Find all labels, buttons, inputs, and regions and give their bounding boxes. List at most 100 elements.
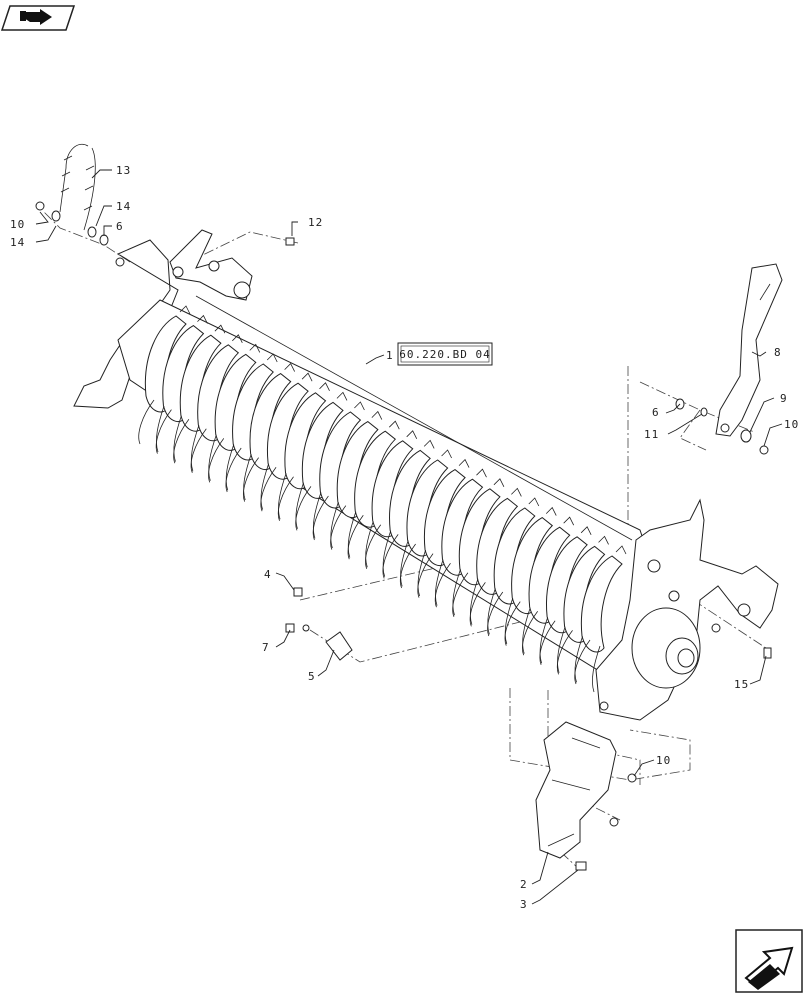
- disc-clip: [232, 334, 243, 343]
- rotor-tine: [278, 473, 287, 520]
- disc-clip: [354, 401, 365, 411]
- rotor-tine: [522, 607, 531, 654]
- rotor-tine: [365, 524, 382, 569]
- rotor-tine: [312, 495, 329, 541]
- rotor-disc: [232, 363, 274, 461]
- callout-7: 7: [262, 641, 270, 654]
- rotor-tine: [225, 447, 242, 493]
- rotor-tine: [347, 514, 364, 560]
- rotor-tine: [452, 572, 469, 617]
- disc-clip: [423, 439, 435, 449]
- rotor-discs: [144, 305, 627, 653]
- disc-clip: [458, 458, 470, 468]
- callout-1: 1: [386, 349, 394, 362]
- rotor-tine: [400, 543, 416, 589]
- rotor-tine: [592, 645, 601, 693]
- rotor-tine: [190, 428, 207, 473]
- rotor-disc: [354, 430, 397, 528]
- disc-clip: [580, 526, 592, 535]
- rotor-disc: [493, 507, 536, 605]
- rotor-tine: [469, 578, 479, 625]
- rotor-disc: [214, 353, 257, 451]
- rotor-tine: [330, 501, 339, 549]
- rotor-tine: [417, 549, 426, 597]
- callout-labels: 1 2 3 4 5 6 6 7 8 9 10 10 10 11 12 13 14…: [10, 164, 799, 911]
- disc-clip: [545, 506, 557, 516]
- callout-10-right: 10: [784, 418, 799, 431]
- rotor-tine: [155, 409, 172, 454]
- rotor-tine: [435, 559, 444, 606]
- rotor-disc: [249, 372, 292, 471]
- rotor-tine: [365, 521, 374, 568]
- book-arrow-back-icon[interactable]: [0, 5, 76, 31]
- disc-clip: [249, 343, 261, 353]
- disc-clip: [615, 545, 627, 555]
- rotor-disc: [511, 516, 553, 615]
- page-forward-arrow-icon[interactable]: [735, 929, 803, 993]
- rotor-tine: [504, 597, 514, 645]
- callout-11: 11: [644, 428, 659, 441]
- callout-12: 12: [308, 216, 323, 229]
- rotor-tine: [260, 466, 277, 512]
- rotor-tine: [208, 438, 225, 483]
- rotor-tine: [434, 562, 451, 608]
- lower-guide-bracket: [535, 721, 637, 871]
- rotor-disc: [406, 459, 449, 557]
- rotor-disc: [423, 468, 466, 567]
- rotor-disc: [371, 440, 414, 538]
- rotor-tine: [295, 482, 304, 529]
- rotor-disc: [179, 334, 222, 432]
- rotor-tine: [574, 636, 583, 683]
- rotor-tine: [452, 569, 461, 616]
- left-end-bracket: [73, 229, 253, 409]
- disc-clip: [214, 324, 226, 334]
- rotor-tine: [173, 415, 182, 462]
- callout-14-right: 14: [116, 200, 131, 213]
- rotor-tine: [504, 601, 521, 646]
- rotor-tine: [225, 444, 235, 491]
- callout-14-left: 14: [10, 236, 25, 249]
- rotor-disc: [389, 449, 431, 547]
- rotor-tine: [382, 530, 392, 577]
- disc-clip: [336, 391, 348, 401]
- rotor-disc: [563, 545, 606, 643]
- rotor-tine: [347, 511, 357, 558]
- right-end-bracket: [595, 498, 779, 721]
- disc-clip: [319, 382, 330, 391]
- disc-clip: [371, 410, 383, 420]
- left-hardware: [35, 201, 295, 246]
- rotor-tine: [243, 457, 259, 502]
- rotor-tine: [330, 505, 347, 550]
- lever-arm: [675, 263, 783, 455]
- leader-lines: [35, 169, 783, 905]
- rotor-tine: [487, 591, 504, 637]
- rotor-assembly: [117, 295, 651, 693]
- rotor-disc: [197, 344, 240, 442]
- rotor-tine: [469, 582, 486, 627]
- rotor-tines: [138, 399, 601, 693]
- disc-clip: [266, 353, 278, 363]
- rotor-disc: [319, 411, 362, 509]
- rotor-tine: [539, 620, 556, 665]
- callout-5: 5: [308, 670, 316, 683]
- disc-clip: [476, 468, 487, 478]
- callout-6-right: 6: [652, 406, 660, 419]
- rotor-tine: [295, 486, 312, 531]
- disc-clip: [563, 516, 575, 526]
- rotor-tine: [277, 476, 294, 521]
- reference-box[interactable]: 60.220.BD 04: [397, 342, 493, 366]
- callout-15: 15: [734, 678, 749, 691]
- small-fasteners: [285, 587, 772, 661]
- rotor-tine: [557, 626, 566, 673]
- disc-clip: [284, 362, 295, 372]
- disc-clip: [388, 420, 400, 430]
- callout-9: 9: [780, 392, 788, 405]
- rotor-disc: [546, 536, 588, 634]
- rotor-tine: [156, 405, 165, 453]
- rotor-disc: [528, 526, 571, 624]
- callout-2: 2: [520, 878, 528, 891]
- rotor-tine: [190, 425, 200, 472]
- rotor-disc: [162, 324, 205, 423]
- disc-clip: [441, 449, 452, 459]
